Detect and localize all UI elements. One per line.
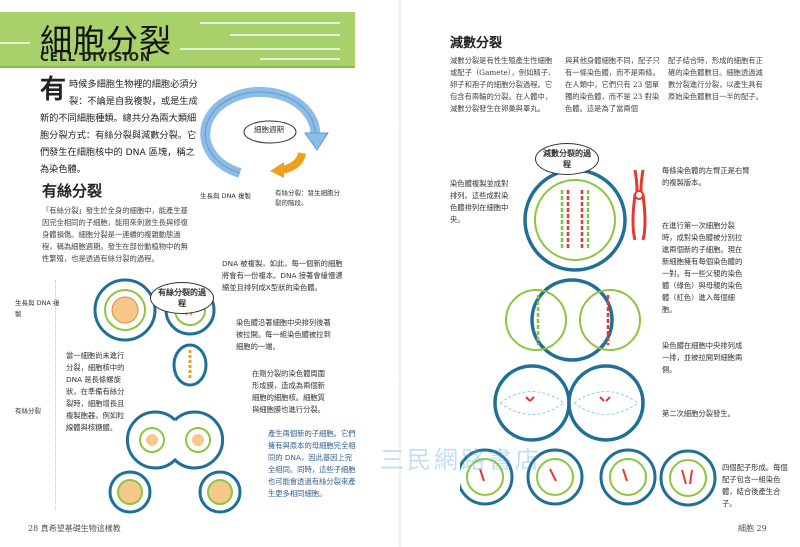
- page-gutter: [398, 0, 402, 547]
- second-division-cells: [493, 364, 645, 442]
- note-pairs: 染色體複製並成對排列。這些成對染色體排列在細胞中央。: [450, 179, 509, 224]
- note-daughter-cells: 產生兩個新的子細胞。它們擁有與原本的母細胞完全相同的 DNA，因此基因上完全相同…: [268, 429, 356, 498]
- intro-text: 時候多細胞生物裡的細胞必須分裂：不論是自我複製，或是生成新的不同細胞種類。總共分…: [40, 79, 198, 175]
- title-banner: [0, 12, 355, 68]
- meiosis-process-bubble: 減數分裂的過程: [535, 143, 599, 175]
- note-arm-copy: 每條染色體的左臂正是右臂的複製版本。: [662, 166, 750, 187]
- right-footer: 細胞 29: [738, 524, 767, 533]
- note-line-up: 染色體在細胞中央排列成一排，並被拉開到細胞兩側。: [662, 341, 743, 374]
- mitosis-illustration: [93, 278, 242, 514]
- note-first-division: 在進行第一次細胞分裂時，成對染色體被分別拉進兩個新的子細胞。現在新細胞擁有每個染…: [662, 221, 743, 314]
- side-label-growth: 生長與 DNA 複製: [15, 299, 60, 318]
- cycle-center-label: 細胞週期: [254, 125, 284, 134]
- page-title: 細胞分裂: [40, 22, 173, 60]
- watermark: 三民網路書店: [380, 446, 542, 474]
- section-text-mitosis: 「有絲分裂」發生於全身的細胞中，能產生基因完全相同的子細胞，能用來刺激生長與修復…: [42, 206, 188, 263]
- meiosis-parent-cell: [523, 168, 627, 272]
- note-dna-copy: DNA 被複製，如此，每一個新的細胞將會有一份複本。DNA 接著會緩慢濃縮並且排…: [222, 259, 343, 292]
- section-heading-meiosis: 減數分裂: [450, 36, 503, 51]
- gamete-cell-extra: [659, 449, 717, 507]
- mitosis-process-bubble: 有絲分裂的過程: [150, 282, 214, 314]
- interphase-cell: [93, 278, 157, 342]
- mitosis-arrow-icon: [280, 152, 306, 174]
- note-second-division: 第二次細胞分裂發生。: [662, 409, 735, 418]
- meiosis-text-col2: 與其他身體細胞不同，配子只有一條染色體，而不是兩條。在人類中，它們只有 23 個…: [565, 56, 660, 113]
- note-nucleus: 在剛分裂的染色體周圍形成膜，造成為兩個新細胞的細胞核。細胞質與細胞膜也進行分裂。: [252, 369, 325, 414]
- note-chromosomes: 染色體沿著細胞中央排列後著被拉開。每一組染色體被拉到細胞的一端。: [236, 318, 331, 351]
- cycle-label-growth: 生長與 DNA 複製: [200, 192, 251, 200]
- drop-cap: 有: [40, 75, 67, 105]
- left-footer: 28 真希望基礎生物這樣教: [28, 524, 121, 533]
- metaphase-cell: [172, 343, 208, 387]
- note-interphase: 當一細胞尚未進行分裂，細胞核中的 DNA 是長條螺旋狀，在準備有絲分裂時，細胞增…: [66, 351, 125, 432]
- gamete-cells: [460, 448, 657, 506]
- section-heading-mitosis: 有絲分裂: [42, 182, 103, 200]
- telophase-cells: [125, 410, 225, 470]
- daughter-cells: [108, 470, 242, 514]
- meiosis-text-col1: 減數分裂是有性生殖產生性細胞或配子（Gamete），例如精子、卵子和孢子的細胞分…: [450, 56, 556, 113]
- meiosis-text-col3: 配子結合時，形成的細胞有正確的染色體數目。細胞透過減數分裂進行分裂，以產生具有原…: [668, 56, 763, 101]
- meiosis-illustration: [460, 168, 657, 506]
- cycle-label-mitosis: 有絲分裂：發生細胞分裂的階段。: [275, 189, 340, 207]
- chromosome-icon: [631, 169, 647, 241]
- first-division-cells: [505, 278, 641, 362]
- note-gametes: 四個配子形成。每個配子包含一組染色體，結合後產生合子。: [722, 463, 788, 508]
- timeline-divider: [55, 280, 57, 510]
- page-subtitle: CELL DIVISION: [40, 50, 152, 64]
- cell-cycle-diagram: [200, 86, 329, 178]
- intro-paragraph: 有 時候多細胞生物裡的細胞必須分裂：不論是自我複製，或是生成新的不同細胞種類。總…: [40, 76, 200, 178]
- side-label-mitosis: 有絲分裂: [15, 407, 41, 415]
